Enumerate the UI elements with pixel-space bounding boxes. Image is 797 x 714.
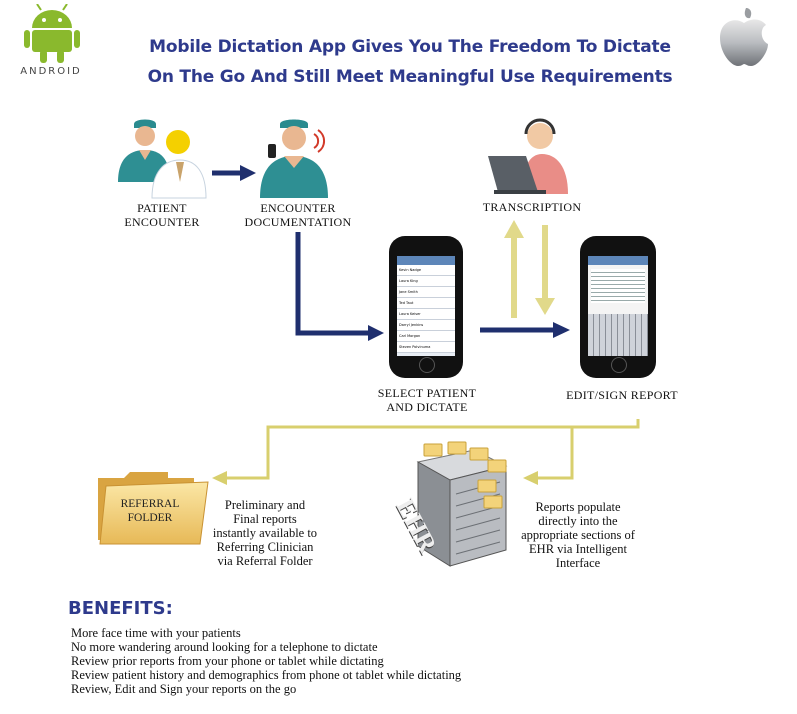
benefit-item: More face time with your patients: [71, 626, 241, 640]
step-patient-encounter-label: PATIENT ENCOUNTER: [124, 201, 200, 229]
ehr-note: Reports populate directly into the appro…: [521, 500, 635, 570]
referral-folder-label: REFERRAL FOLDER: [120, 498, 180, 524]
folder-icon: [98, 472, 209, 545]
patient-list-item: Darryl Jenkins: [397, 320, 455, 331]
server-icon: [416, 441, 508, 567]
patient-list-item: Laura King: [397, 276, 455, 287]
apple-logo-icon: [720, 8, 768, 66]
referral-note: Preliminary and Final reports instantly …: [212, 498, 318, 568]
home-button: [419, 357, 435, 373]
benefit-item: No more wandering around looking for a t…: [71, 640, 378, 654]
patient-list-item: Laura Keiser: [397, 309, 455, 320]
step-transcription-label: TRANSCRIPTION: [482, 200, 582, 214]
step-edit-sign-label: EDIT/SIGN REPORT: [566, 388, 678, 402]
patient-list-item: Carl Morgan: [397, 331, 455, 342]
benefits-heading: BENEFITS:: [68, 598, 173, 619]
home-button: [611, 357, 627, 373]
patient-list-item: Ted Taut: [397, 298, 455, 309]
benefit-item: Review patient history and demographics …: [71, 668, 462, 682]
patient-list-item: Jane Smith: [397, 287, 455, 298]
phone-report-editor: [588, 256, 648, 356]
step-select-patient-label: SELECT PATIENT AND DICTATE: [377, 386, 477, 414]
page-title: Mobile Dictation App Gives You The Freed…: [147, 37, 673, 87]
step-encounter-documentation-label: ENCOUNTER DOCUMENTATION: [244, 201, 352, 229]
benefits-list: More face time with your patients No mor…: [71, 626, 461, 696]
benefit-item: Review prior reports from your phone or …: [71, 654, 384, 668]
patient-encounter-illustration: [118, 119, 207, 199]
transcriptionist-icon: [488, 118, 568, 194]
android-wordmark: ANDROID: [20, 66, 82, 77]
smartphone-icon: [580, 236, 656, 378]
patient-list-item: Kevin Nadge: [397, 265, 455, 276]
patient-icon: [151, 130, 207, 199]
android-logo-icon: [24, 4, 80, 63]
patient-list-item: Steven Polvinuma: [397, 342, 455, 353]
phone-doctor-icon: [260, 119, 328, 198]
benefit-item: Review, Edit and Sign your reports on th…: [71, 682, 297, 696]
